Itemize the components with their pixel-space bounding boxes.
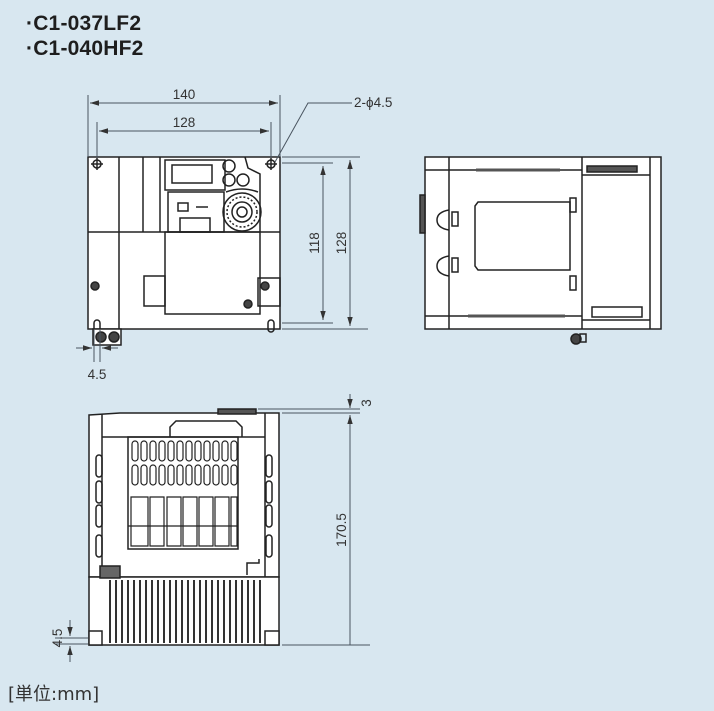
vent-grid [128,440,238,547]
units-label: [単位:mm] [8,684,100,705]
side-view [419,156,662,345]
model-titles: ·C1-037LF2 ·C1-040HF2 [26,11,144,61]
bottom-dimensions [55,394,370,662]
model-title-1: ·C1-037LF2 [26,12,142,35]
dim-140: 140 [173,87,196,102]
front-view [87,156,281,346]
dim-4-5-front: 4.5 [88,367,107,382]
dim-128-height: 128 [334,232,349,255]
dim-4-5-bottom: 4.5 [50,629,65,648]
bottom-view [88,408,280,646]
model-title-2: ·C1-040HF2 [26,37,144,60]
front-dimensions [76,95,368,362]
dim-3: 3 [359,399,374,407]
dim-118: 118 [307,232,322,254]
dim-128-width: 128 [173,115,196,130]
dim-170-5: 170.5 [334,513,349,547]
dim-mount-holes: 2-ϕ4.5 [354,95,392,110]
heatsink-fins [109,580,261,643]
